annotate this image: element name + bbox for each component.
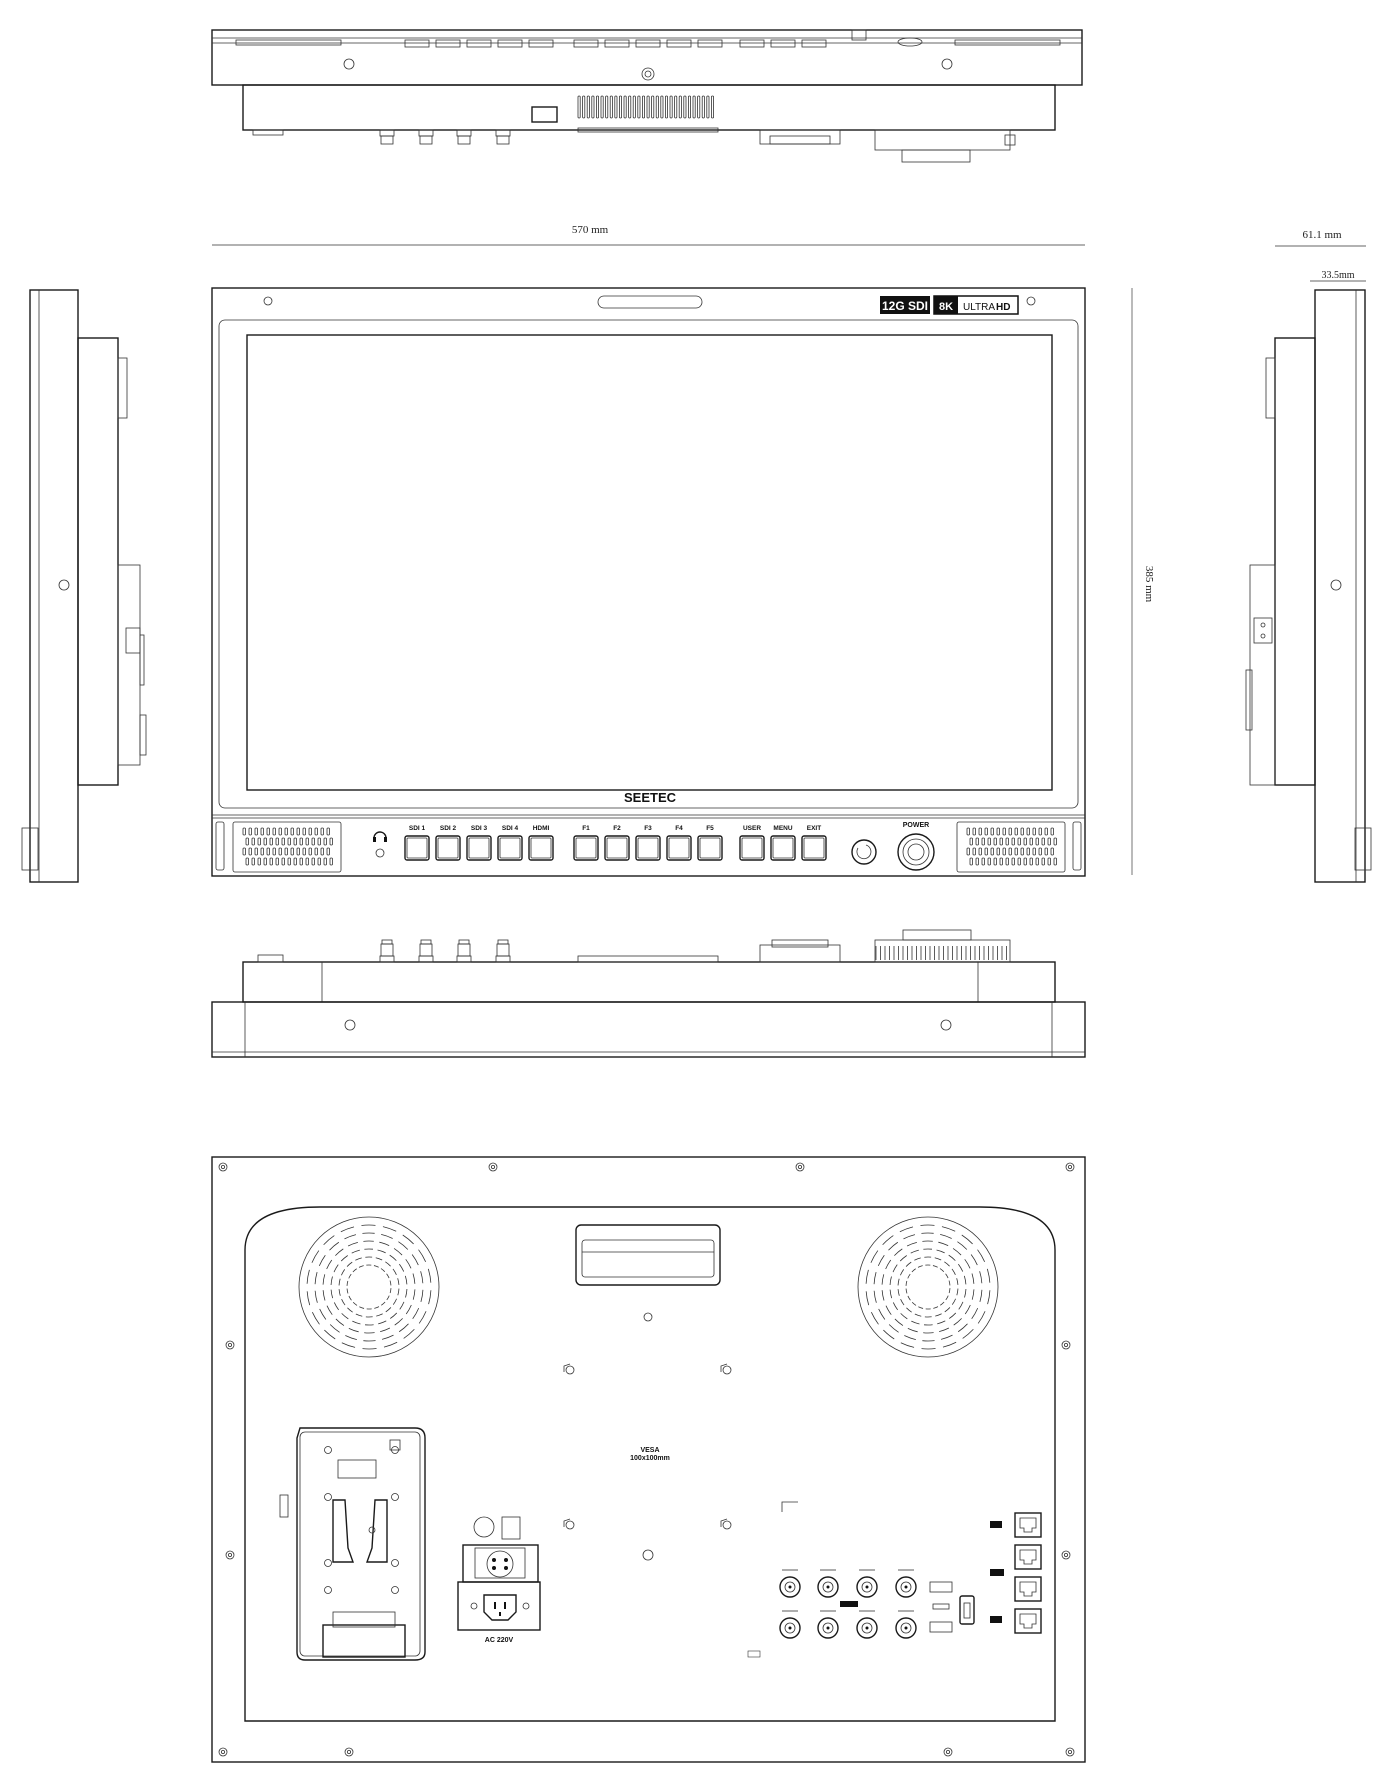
- button-label: USER: [743, 825, 761, 832]
- front-button-user[interactable]: [739, 835, 765, 861]
- front-button-exit[interactable]: [801, 835, 827, 861]
- cooling-fan-left: [298, 1216, 440, 1358]
- front-button-menu[interactable]: [770, 835, 796, 861]
- front-button-sdi2[interactable]: [435, 835, 461, 861]
- vesa-label: VESA: [640, 1447, 659, 1454]
- button-label: F1: [582, 825, 590, 832]
- front-button-f3[interactable]: [635, 835, 661, 861]
- front-button-f1[interactable]: [573, 835, 599, 861]
- svg-text:8K: 8K: [939, 301, 953, 313]
- button-label: SDI 1: [409, 825, 426, 832]
- svg-text:12G SDI: 12G SDI: [882, 299, 928, 313]
- front-button-sdi1[interactable]: [404, 835, 430, 861]
- front-button-f5[interactable]: [697, 835, 723, 861]
- right-side-view: [1245, 289, 1372, 883]
- power-label: POWER: [903, 822, 929, 829]
- front-button-f4[interactable]: [666, 835, 692, 861]
- hdmi-usb-ports: [929, 1581, 975, 1633]
- ac-inlet: [457, 1581, 541, 1631]
- top-view: [211, 29, 1083, 163]
- 12g-sdi-badge: [880, 296, 930, 314]
- button-label: F2: [613, 825, 621, 832]
- button-label: MENU: [773, 825, 792, 832]
- v-mount-battery-plate: [279, 1427, 426, 1661]
- carry-handle: [575, 1224, 721, 1286]
- cooling-fan-right: [857, 1216, 999, 1358]
- bottom-view: [211, 929, 1086, 1058]
- left-side-view: [21, 289, 147, 883]
- dimension-annotations: 570 mm 385 mm 61.1 mm 33.5mm: [212, 224, 1366, 875]
- headphone-jack: [375, 848, 385, 858]
- vesa-size-label: 100x100mm: [630, 1455, 670, 1462]
- height-dimension: 385 mm: [1143, 566, 1155, 603]
- svg-text:ULTRA: ULTRA: [963, 302, 995, 313]
- depth-dimension: 61.1 mm: [1302, 229, 1342, 241]
- body-depth-dimension: 33.5mm: [1321, 270, 1354, 281]
- button-label: HDMI: [533, 825, 550, 832]
- front-button-hdmi[interactable]: [528, 835, 554, 861]
- xlr-power-input: [462, 1544, 539, 1583]
- xlr-icon: [473, 1516, 495, 1538]
- front-view: 12G SDI 8K ULTRA HD SEETEC SDI 1 SDI 2 SDI…: [211, 287, 1086, 877]
- button-label: SDI 2: [440, 825, 457, 832]
- power-button[interactable]: [897, 833, 935, 871]
- seetec-logo: SEETEC: [624, 790, 677, 805]
- button-label: SDI 4: [502, 825, 519, 832]
- front-button-f2[interactable]: [604, 835, 630, 861]
- button-label: F4: [675, 825, 683, 832]
- sdi-bnc-connectors: [779, 1569, 917, 1639]
- rear-view: VESA 100x100mm: [211, 1156, 1086, 1763]
- button-label: F5: [706, 825, 714, 832]
- front-button-sdi4[interactable]: [497, 835, 523, 861]
- front-button-sdi3[interactable]: [466, 835, 492, 861]
- rj45-ports: [1014, 1512, 1042, 1634]
- svg-text:HD: HD: [996, 302, 1010, 313]
- button-label: EXIT: [807, 825, 821, 832]
- ac-label: AC 220V: [485, 1637, 514, 1644]
- width-dimension: 570 mm: [572, 224, 609, 236]
- button-label: SDI 3: [471, 825, 488, 832]
- button-label: F3: [644, 825, 652, 832]
- rotary-knob[interactable]: [851, 839, 877, 865]
- headphone-icon: [373, 831, 387, 842]
